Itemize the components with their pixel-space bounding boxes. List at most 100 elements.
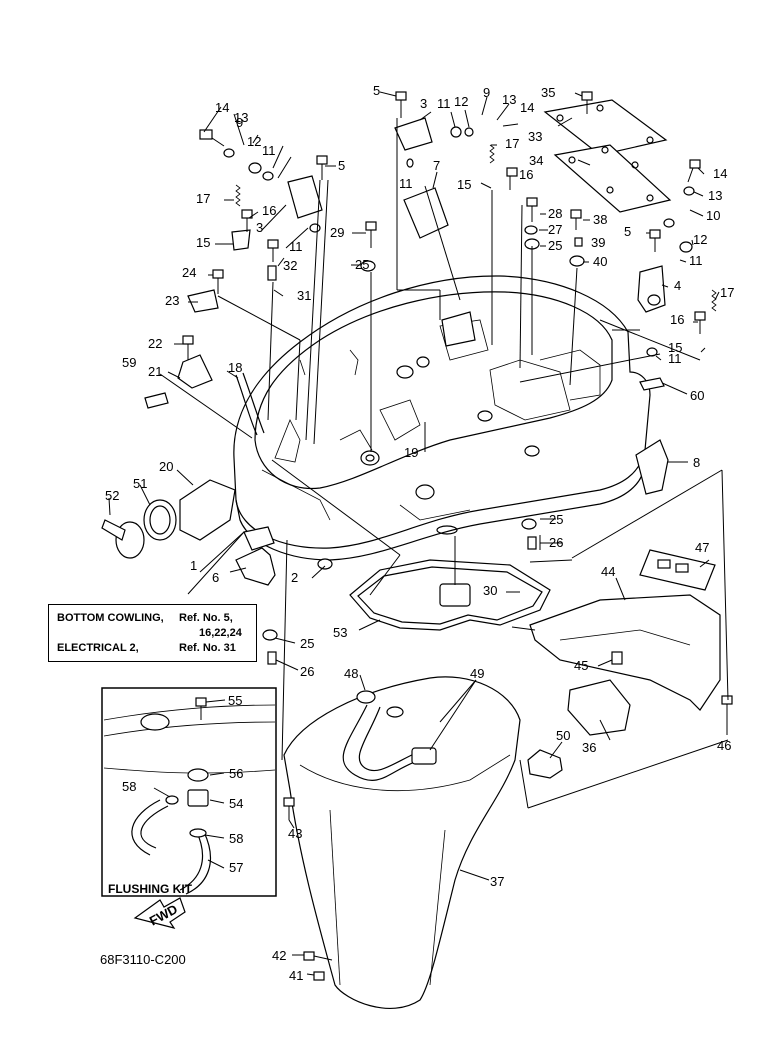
callout-13-3: 13 xyxy=(708,188,722,203)
callout-25-1: 25 xyxy=(355,257,369,272)
callout-14-2: 14 xyxy=(215,100,229,115)
callout-23: 23 xyxy=(165,293,179,308)
callout-12-3: 12 xyxy=(693,232,707,247)
callout-50: 50 xyxy=(556,728,570,743)
callout-16-2: 16 xyxy=(262,203,276,218)
callout-12-2: 12 xyxy=(247,134,261,149)
callout-12-1: 12 xyxy=(454,94,468,109)
callout-31: 31 xyxy=(297,288,311,303)
callout-9-2: 9 xyxy=(236,115,243,130)
callout-8: 8 xyxy=(693,455,700,470)
callout-27: 27 xyxy=(548,222,562,237)
tag-59 xyxy=(144,392,169,409)
callout-43: 43 xyxy=(288,826,302,841)
callout-17-2: 17 xyxy=(196,191,210,206)
callout-17-3: 17 xyxy=(720,285,734,300)
callout-30: 30 xyxy=(483,583,497,598)
callout-13-1: 13 xyxy=(502,92,516,107)
flushing-kit-title: FLUSHING KIT xyxy=(108,882,192,896)
callout-51: 51 xyxy=(133,476,147,491)
callout-36: 36 xyxy=(582,740,596,755)
callout-20: 20 xyxy=(159,459,173,474)
fwd-arrow: FWD xyxy=(133,897,186,929)
callout-labels: 1233455567899101111111111111212121313131… xyxy=(105,83,734,983)
lower-bracket xyxy=(527,549,721,779)
callout-11-5: 11 xyxy=(689,253,703,268)
callout-11-1: 11 xyxy=(437,96,451,111)
grommet-parts xyxy=(101,479,236,559)
callout-6: 6 xyxy=(212,570,219,585)
callout-34: 34 xyxy=(529,153,543,168)
callout-5-1: 5 xyxy=(373,83,380,98)
note-row3-left: ELECTRICAL 2, xyxy=(57,642,139,654)
callout-37: 37 xyxy=(490,874,504,889)
callout-39: 39 xyxy=(591,235,605,250)
callout-3-2: 3 xyxy=(256,220,263,235)
hardware xyxy=(182,91,733,981)
callout-1: 1 xyxy=(190,558,197,573)
tag-60 xyxy=(639,377,665,391)
callout-11-2: 11 xyxy=(262,143,276,158)
bracket-6 xyxy=(235,526,276,586)
callout-9-1: 9 xyxy=(483,85,490,100)
note-row2-right: 16,22,24 xyxy=(199,627,242,639)
callout-3-1: 3 xyxy=(420,96,427,111)
callout-49: 49 xyxy=(470,666,484,681)
callout-58-2: 58 xyxy=(229,831,243,846)
callout-54: 54 xyxy=(229,796,243,811)
callout-25-3: 25 xyxy=(549,512,563,527)
callout-41: 41 xyxy=(289,968,303,983)
callout-60: 60 xyxy=(690,388,704,403)
callout-52: 52 xyxy=(105,488,119,503)
callout-14-3: 14 xyxy=(713,166,727,181)
note-row1-left: BOTTOM COWLING, xyxy=(57,612,164,624)
callout-4: 4 xyxy=(674,278,681,293)
callout-55: 55 xyxy=(228,693,242,708)
callout-16-1: 16 xyxy=(519,167,533,182)
callout-17-1: 17 xyxy=(505,136,519,151)
callout-14-1: 14 xyxy=(520,100,534,115)
callout-25-2: 25 xyxy=(548,238,562,253)
callout-16-3: 16 xyxy=(670,312,684,327)
callout-44: 44 xyxy=(601,564,615,579)
callout-18: 18 xyxy=(228,360,242,375)
flushing-kit-inset xyxy=(101,687,277,897)
callout-19: 19 xyxy=(404,445,418,460)
callout-57: 57 xyxy=(229,860,243,875)
callout-13-2: 13 xyxy=(234,110,248,125)
note-row3-right: Ref. No. 31 xyxy=(179,642,236,654)
callout-22: 22 xyxy=(148,336,162,351)
callout-21: 21 xyxy=(148,364,162,379)
callout-15-2: 15 xyxy=(196,235,210,250)
bottom-cowling-tray xyxy=(233,275,651,561)
callout-35: 35 xyxy=(541,85,555,100)
callout-46: 46 xyxy=(717,738,731,753)
callout-53: 53 xyxy=(333,625,347,640)
right-parts xyxy=(635,265,669,495)
callout-59: 59 xyxy=(122,355,136,370)
callout-24: 24 xyxy=(182,265,196,280)
callout-33: 33 xyxy=(528,129,542,144)
cover-plate xyxy=(543,99,672,213)
apron xyxy=(283,676,521,1009)
callout-15-3: 15 xyxy=(668,340,682,355)
note-row1-right: Ref. No. 5, xyxy=(179,612,233,624)
callout-32: 32 xyxy=(283,258,297,273)
callout-40: 40 xyxy=(593,254,607,269)
callout-56: 56 xyxy=(229,766,243,781)
seal xyxy=(349,559,551,631)
figure-code: 68F3110-C200 xyxy=(100,952,186,967)
callout-2: 2 xyxy=(291,570,298,585)
callout-48: 48 xyxy=(344,666,358,681)
callout-25-4: 25 xyxy=(300,636,314,651)
callout-10: 10 xyxy=(706,208,720,223)
callout-5-3: 5 xyxy=(624,224,631,239)
reference-note-box: BOTTOM COWLING, Ref. No. 5, 16,22,24 ELE… xyxy=(48,604,257,662)
callout-29: 29 xyxy=(330,225,344,240)
callout-38: 38 xyxy=(593,212,607,227)
callout-42: 42 xyxy=(272,948,286,963)
callout-11-3: 11 xyxy=(399,176,413,191)
callout-47: 47 xyxy=(695,540,709,555)
callout-45: 45 xyxy=(574,658,588,673)
